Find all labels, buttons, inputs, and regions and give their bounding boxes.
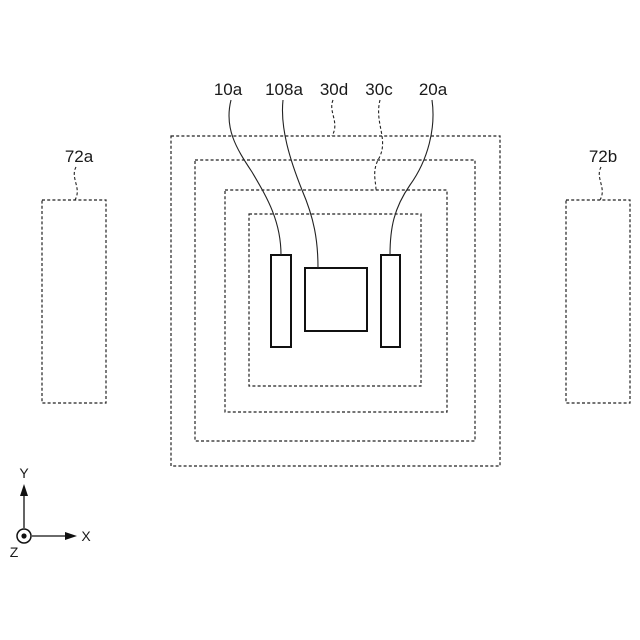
region-30c-outline [225, 190, 447, 412]
component-10a [271, 255, 291, 347]
label-72a: 72a [65, 147, 94, 166]
z-axis-label: Z [10, 544, 19, 560]
x-axis-label: X [81, 528, 91, 544]
label-30c: 30c [365, 80, 393, 99]
z-axis-dot [21, 533, 26, 538]
leader-108a [282, 100, 318, 268]
label-72b: 72b [589, 147, 617, 166]
leader-72b [599, 167, 602, 200]
region-30d-outline [171, 136, 500, 466]
component-108a [305, 268, 367, 331]
axes-indicator: Y X Z [10, 465, 92, 560]
y-axis-arrow [20, 484, 28, 496]
leader-72a [74, 167, 77, 200]
component-20a [381, 255, 400, 347]
leader-10a [229, 100, 281, 255]
x-axis-arrow [65, 532, 77, 540]
y-axis-label: Y [19, 465, 29, 481]
label-108a: 108a [265, 80, 303, 99]
label-10a: 10a [214, 80, 243, 99]
label-30d: 30d [320, 80, 348, 99]
region-second-outline [195, 160, 475, 441]
leader-30d [332, 100, 335, 136]
leader-30c [375, 100, 383, 190]
label-20a: 20a [419, 80, 448, 99]
leader-20a [390, 100, 433, 255]
component-72b-outline [566, 200, 630, 403]
region-inner-outline [249, 214, 421, 386]
component-72a-outline [42, 200, 106, 403]
